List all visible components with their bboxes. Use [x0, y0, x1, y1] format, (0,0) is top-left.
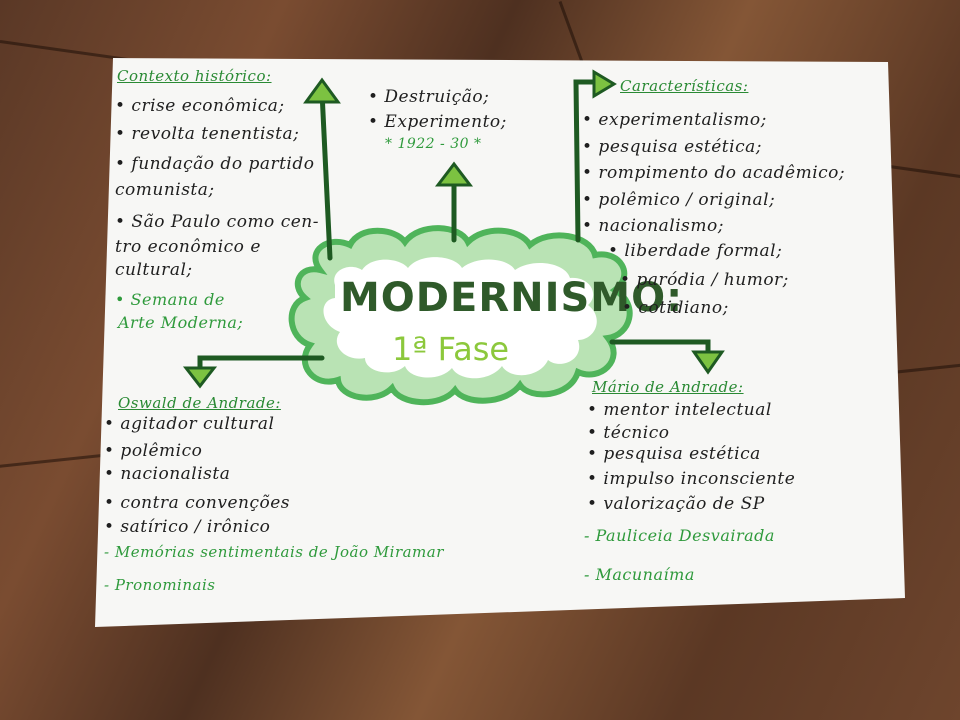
caracteristicas-heading: Características: [620, 77, 749, 95]
contexto-item: cultural; [115, 260, 193, 280]
mario-work: - Macunaíma [584, 565, 695, 584]
mario-heading: Mário de Andrade: [592, 378, 744, 396]
contexto-item: • revolta tenentista; [115, 124, 300, 144]
arrow-tip-icon [182, 366, 218, 389]
mario-item: • técnico [587, 423, 670, 443]
mario-item: • valorização de SP [587, 494, 765, 514]
oswald-item: • agitador cultural [104, 414, 275, 434]
contexto-item: comunista; [115, 180, 215, 200]
mario-item: • mentor intelectual [587, 400, 772, 420]
top-item: • Destruição; [368, 87, 490, 107]
caracteristicas-item: • rompimento do acadêmico; [582, 163, 846, 183]
arrow-tip-icon [592, 69, 617, 99]
contexto-item: • Semana de [115, 290, 225, 309]
oswald-item: • nacionalista [104, 464, 231, 484]
contexto-item: • fundação do partido [115, 154, 315, 174]
contexto-heading: Contexto histórico: [117, 67, 272, 85]
oswald-work: - Pronominais [104, 576, 216, 594]
arrow-tip-icon [303, 77, 341, 104]
caracteristicas-item: • nacionalismo; [582, 216, 724, 236]
caracteristicas-item: • cotidiano; [622, 298, 729, 318]
arrow-tip-icon [434, 161, 474, 187]
mario-item: • impulso inconsciente [587, 469, 796, 489]
contexto-item: • São Paulo como cen- [115, 212, 319, 232]
arrow-tip-icon [691, 350, 725, 375]
contexto-item: tro econômico e [115, 237, 261, 257]
oswald-item: • contra convenções [104, 493, 290, 513]
contexto-item: Arte Moderna; [118, 313, 244, 332]
date-range: * 1922 - 30 * [385, 136, 482, 152]
caracteristicas-item: • polêmico / original; [582, 190, 776, 210]
caracteristicas-item: • liberdade formal; [608, 241, 783, 261]
map-title: MODERNISMO: [340, 275, 684, 321]
caracteristicas-item: • experimentalismo; [582, 110, 767, 130]
caracteristicas-item: • pesquisa estética; [582, 137, 762, 157]
oswald-work: - Memórias sentimentais de João Miramar [104, 543, 444, 561]
top-item: • Experimento; [368, 112, 507, 132]
map-subtitle: 1ª Fase [392, 330, 510, 368]
caracteristicas-item: • paródia / humor; [620, 270, 789, 290]
oswald-heading: Oswald de Andrade: [118, 394, 281, 412]
contexto-item: • crise econômica; [115, 96, 285, 116]
oswald-item: • polêmico [104, 441, 203, 461]
oswald-item: • satírico / irônico [104, 517, 271, 537]
mario-work: - Pauliceia Desvairada [584, 526, 775, 545]
mario-item: • pesquisa estética [587, 444, 761, 464]
